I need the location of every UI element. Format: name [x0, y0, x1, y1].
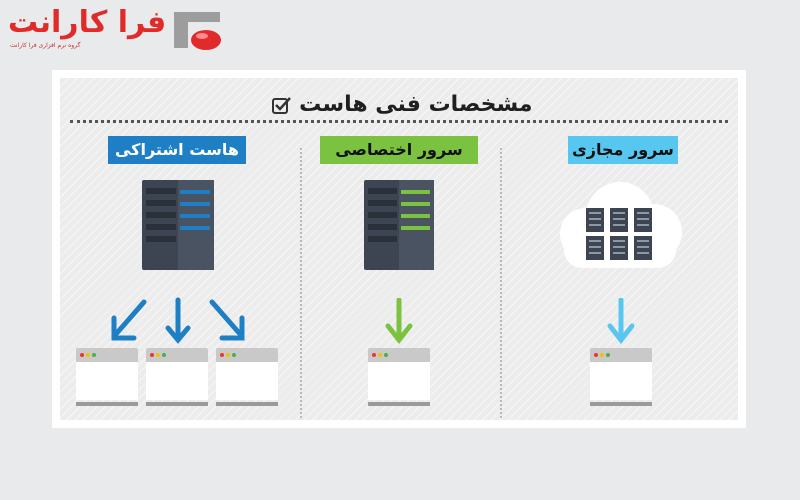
diagram-title-wrap: مشخصات فنی هاست	[60, 92, 738, 117]
diagram-title: مشخصات فنی هاست	[299, 92, 533, 117]
checkbox-checked-icon	[271, 97, 291, 114]
logo-mark-icon	[174, 12, 221, 50]
diagram-frame: مشخصات فنی هاست هاست اشتراکی	[52, 70, 746, 428]
cloud-servers-icon	[560, 182, 682, 268]
site-logo[interactable]: فرا کارانت گروه نرم افزاری فرا کارانت	[8, 6, 223, 54]
dedicated-server-icon	[364, 180, 434, 270]
virtual-arrow-icon	[607, 298, 635, 344]
browser-window-icon	[76, 348, 138, 406]
title-divider	[70, 120, 728, 123]
column-divider	[300, 148, 302, 418]
virtual-server-label: سرور مجازی	[568, 136, 678, 164]
dedicated-server-label: سرور اختصاصی	[320, 136, 478, 164]
browser-window-icon	[590, 348, 652, 406]
column-divider	[500, 148, 502, 418]
diagram-panel: مشخصات فنی هاست هاست اشتراکی	[60, 78, 738, 420]
shared-hosting-label: هاست اشتراکی	[108, 136, 246, 164]
browser-window-icon	[146, 348, 208, 406]
browser-window-icon	[216, 348, 278, 406]
logo-subtitle: گروه نرم افزاری فرا کارانت	[10, 42, 81, 49]
shared-arrows-icon	[111, 297, 245, 344]
logo-text: فرا کارانت	[8, 5, 167, 40]
browser-window-icon	[368, 348, 430, 406]
dedicated-arrow-icon	[385, 298, 413, 344]
shared-server-icon	[142, 180, 214, 270]
